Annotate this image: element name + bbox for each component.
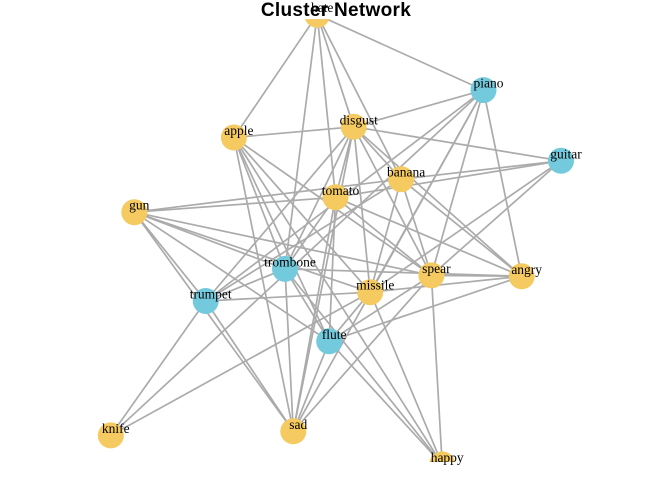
svg-text:spear: spear: [422, 261, 451, 276]
svg-text:missile: missile: [356, 278, 394, 293]
svg-text:angry: angry: [511, 262, 542, 277]
svg-text:trombone: trombone: [264, 254, 316, 269]
svg-text:tomato: tomato: [322, 183, 360, 198]
svg-text:guitar: guitar: [550, 146, 582, 161]
svg-text:Cluster Network: Cluster Network: [261, 0, 411, 21]
svg-text:trumpet: trumpet: [190, 287, 232, 302]
svg-text:hate: hate: [311, 0, 334, 15]
svg-text:sad: sad: [289, 417, 307, 432]
svg-text:knife: knife: [102, 421, 130, 436]
svg-text:disgust: disgust: [340, 112, 379, 127]
svg-text:banana: banana: [387, 165, 425, 180]
svg-text:happy: happy: [431, 450, 464, 465]
svg-text:flute: flute: [322, 327, 347, 342]
svg-text:apple: apple: [224, 123, 253, 138]
svg-text:gun: gun: [129, 198, 150, 213]
svg-text:piano: piano: [474, 76, 504, 91]
